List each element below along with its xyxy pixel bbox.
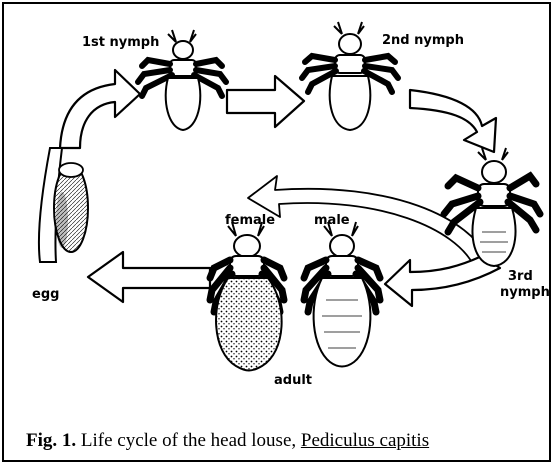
arrow-2nd-to-3rd-nymph-icon [410, 90, 496, 152]
arrow-egg-to-1st-nymph-icon [60, 70, 140, 148]
label-male: male [314, 214, 350, 228]
caption-fig-label: Fig. 1. [26, 430, 76, 451]
label-3rd-nymph-line1: 3rd [508, 270, 533, 284]
louse-egg-icon [39, 148, 88, 262]
label-female: female [225, 214, 275, 228]
label-egg: egg [32, 288, 59, 302]
figure-caption: Fig. 1. Life cycle of the head louse, Pe… [26, 430, 429, 452]
louse-3rd-nymph-icon [444, 148, 540, 266]
arrow-adult-to-egg-icon [88, 252, 210, 302]
arrow-1st-to-2nd-nymph-icon [227, 76, 304, 127]
louse-female-adult-icon [210, 222, 284, 371]
caption-text: Life cycle of the head louse, [76, 430, 301, 451]
label-adult: adult [274, 374, 312, 388]
louse-male-adult-icon [304, 222, 380, 367]
label-3rd-nymph-line2: nymph [500, 286, 550, 300]
arrow-3rd-nymph-to-male-icon [385, 256, 500, 306]
label-1st-nymph: 1st nymph [82, 36, 159, 50]
label-2nd-nymph: 2nd nymph [382, 34, 464, 48]
caption-species: Pediculus capitis [301, 430, 429, 451]
